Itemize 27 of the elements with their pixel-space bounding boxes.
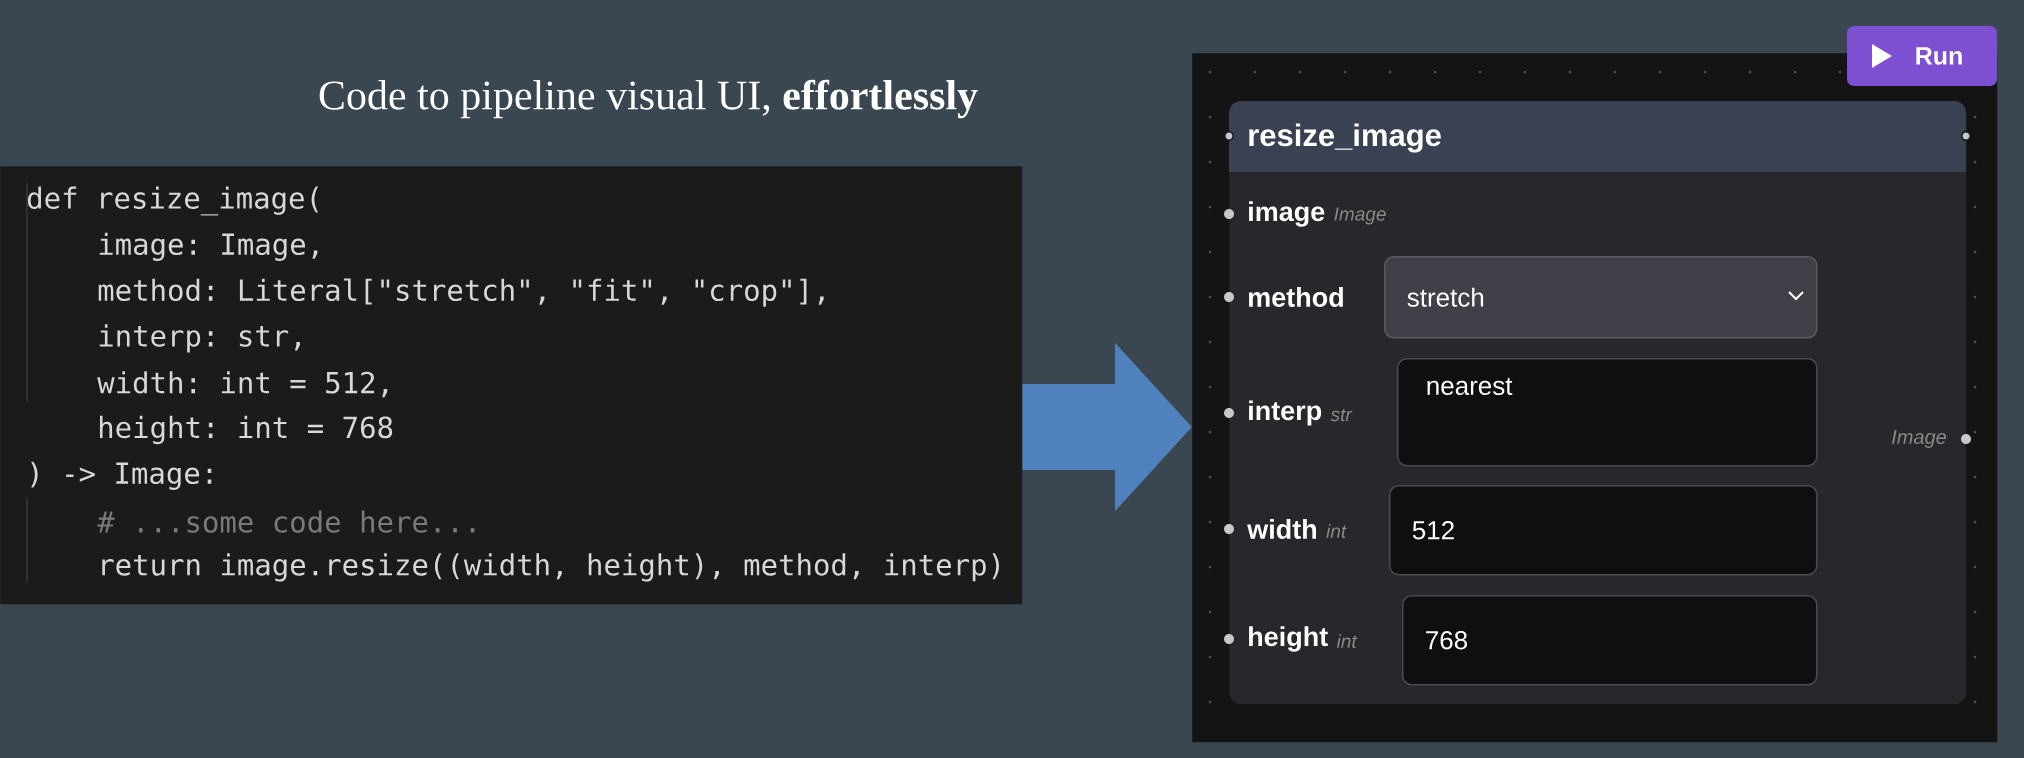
code-line: ) -> Image: bbox=[31, 461, 212, 490]
code-line: return image.resize((width, height), method, interp) bbox=[102, 553, 999, 582]
code-line: method: Literal["stretch", "fit", "crop"], bbox=[98, 278, 824, 307]
input-label: method bbox=[1249, 287, 1343, 307]
code-line: height: int = 768 bbox=[99, 415, 393, 445]
code-line: width: int = 512, bbox=[97, 371, 388, 398]
type-hint: Image bbox=[1334, 207, 1386, 225]
code-line: # ...some code here... bbox=[97, 510, 475, 533]
type-hint: int bbox=[1336, 634, 1358, 648]
text-area: nearest bbox=[1397, 358, 1818, 467]
input-label: interp bbox=[1249, 400, 1322, 426]
title: Code to pipeline visual UI, effortlessly bbox=[319, 79, 978, 119]
type-hint: int bbox=[1326, 524, 1347, 538]
dropdown: stretch bbox=[1384, 256, 1818, 339]
code-line: image: Image, bbox=[99, 232, 318, 261]
number-field: 512 bbox=[1389, 485, 1818, 576]
input-label: image bbox=[1249, 201, 1325, 227]
input-label: height bbox=[1249, 626, 1328, 652]
node-title: resize_image bbox=[1249, 123, 1441, 153]
code-line: def resize_image( bbox=[27, 186, 319, 216]
type-hint: str bbox=[1330, 408, 1353, 422]
input-label: width bbox=[1247, 519, 1317, 539]
number-field: 768 bbox=[1402, 595, 1818, 686]
code-line: interp: str, bbox=[99, 324, 300, 353]
output-label: Image bbox=[1892, 430, 1947, 448]
run-button: Run bbox=[1847, 26, 1997, 86]
code-block bbox=[0, 166, 1023, 605]
